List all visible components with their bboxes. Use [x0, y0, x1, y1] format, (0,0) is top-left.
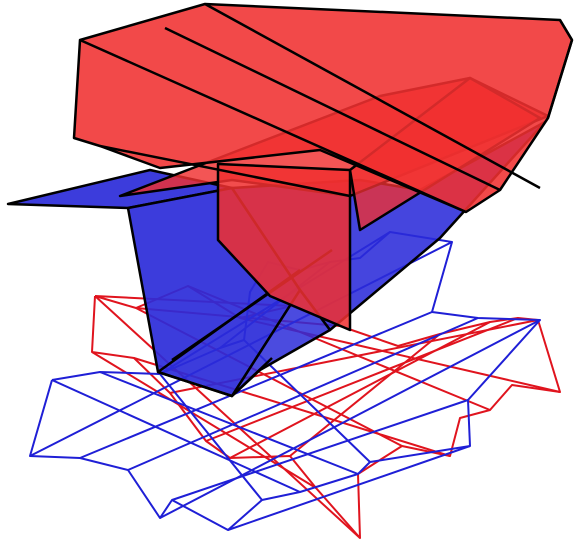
- blue-wire-edge: [228, 446, 470, 530]
